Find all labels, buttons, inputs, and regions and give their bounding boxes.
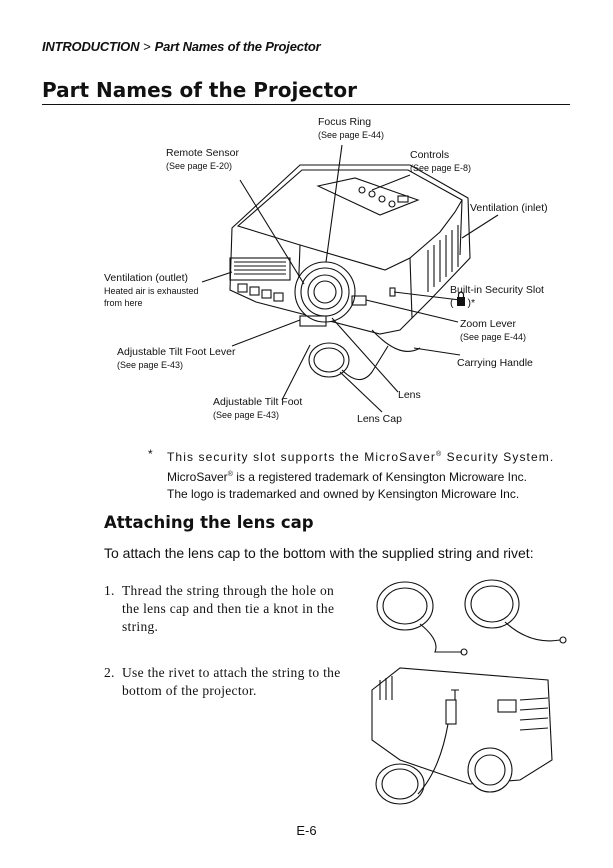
tilt-foot-lever-label: Adjustable Tilt Foot Lever (117, 346, 236, 358)
tilt-foot-ref: (See page E-43) (213, 410, 280, 420)
remote-sensor-label: Remote Sensor (166, 147, 239, 159)
tilt-foot-lever-ref: (See page E-43) (117, 360, 184, 370)
callout-tilt-foot: Adjustable Tilt Foot (See page E-43) (213, 396, 302, 421)
controls-ref: (See page E-8) (410, 163, 472, 173)
ventilation-outlet-note1: Heated air is exhausted (104, 286, 199, 296)
security-slot-prefix: ( (450, 297, 454, 309)
breadcrumb-section: INTRODUCTION (42, 39, 140, 54)
zoom-lever-label: Zoom Lever (460, 318, 517, 330)
lens-label: Lens (398, 389, 421, 401)
step-number: 1. (104, 583, 115, 598)
breadcrumb: INTRODUCTION>Part Names of the Projector (42, 39, 321, 54)
footnote-line2b: is a registered trademark of Kensington … (232, 470, 527, 484)
footnote-line1b: Security System. (442, 450, 555, 464)
zoom-lever-ref: (See page E-44) (460, 332, 527, 342)
callout-controls: Controls (See page E-8) (410, 149, 471, 174)
footnote-marker: * (148, 447, 153, 461)
callout-ventilation-inlet: Ventilation (inlet) (470, 202, 548, 215)
step-item: 2. Use the rivet to attach the string to… (104, 664, 354, 700)
focus-ring-label: Focus Ring (318, 116, 372, 128)
footnote-line1-reg: ® (435, 451, 443, 458)
callout-focus-ring: Focus Ring (See page E-44) (318, 116, 384, 141)
step-number: 2. (104, 665, 115, 680)
ventilation-outlet-note2: from here (104, 298, 143, 308)
footnote-line2a: MicroSaver (167, 470, 228, 484)
lens-cap-label: Lens Cap (357, 413, 402, 425)
breadcrumb-separator: > (143, 39, 151, 54)
page-number: E-6 (296, 823, 317, 838)
callout-zoom-lever: Zoom Lever (See page E-44) (460, 318, 526, 343)
page-title: Part Names of the Projector (42, 78, 357, 102)
tilt-foot-label: Adjustable Tilt Foot (213, 396, 303, 408)
step-item: 1. Thread the string through the hole on… (104, 582, 354, 636)
security-footnote: * This security slot supports the MicroS… (148, 446, 574, 503)
callout-tilt-foot-lever: Adjustable Tilt Foot Lever (See page E-4… (117, 346, 235, 371)
security-slot-suffix: )* (467, 297, 476, 309)
section-intro: To attach the lens cap to the bottom wit… (104, 545, 534, 561)
callout-security-slot: Built-in Security Slot ( )* (450, 284, 544, 310)
security-slot-label: Built-in Security Slot (450, 284, 544, 296)
callout-ventilation-outlet: Ventilation (outlet) Heated air is exhau… (104, 272, 199, 309)
callout-remote-sensor: Remote Sensor (See page E-20) (166, 147, 239, 172)
callout-lens: Lens (398, 389, 421, 402)
section-heading: Attaching the lens cap (104, 513, 314, 532)
ventilation-outlet-label: Ventilation (outlet) (104, 272, 189, 284)
controls-label: Controls (410, 149, 450, 161)
footnote-line1a: This security slot supports the MicroSav… (167, 450, 436, 464)
callout-carrying-handle: Carrying Handle (457, 357, 533, 370)
carrying-handle-label: Carrying Handle (457, 357, 533, 369)
step-text: Thread the string through the hole on th… (122, 583, 335, 634)
lens-cap-step1-illustration (376, 579, 567, 656)
step-text: Use the rivet to attach the string to th… (122, 665, 341, 698)
ventilation-inlet-label: Ventilation (inlet) (470, 202, 548, 214)
lock-icon (457, 291, 465, 306)
footnote-line3: The logo is trademarked and owned by Ken… (167, 487, 520, 501)
lens-cap-step2-illustration (371, 667, 553, 805)
focus-ring-ref: (See page E-44) (318, 130, 385, 140)
title-divider (42, 104, 570, 105)
footnote-line2-reg: ® (227, 471, 233, 478)
remote-sensor-ref: (See page E-20) (166, 161, 233, 171)
breadcrumb-page: Part Names of the Projector (154, 39, 321, 54)
callout-lens-cap: Lens Cap (357, 413, 402, 426)
